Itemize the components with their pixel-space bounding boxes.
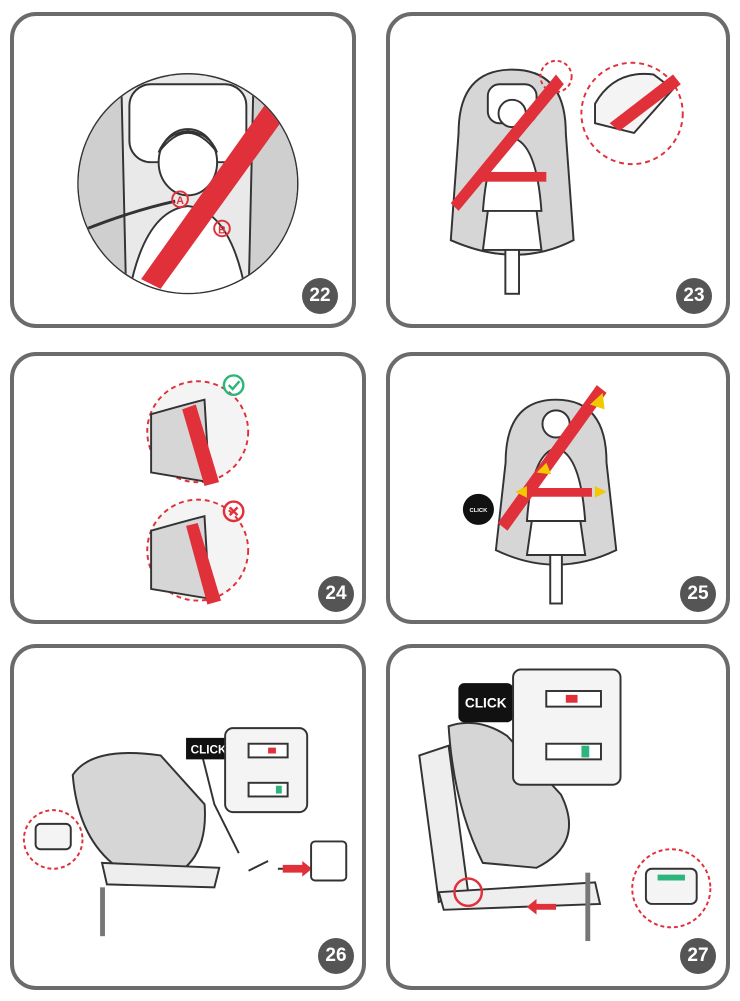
click-badge xyxy=(462,493,494,525)
step-24-panel: 24 xyxy=(10,352,366,624)
step-23-illustration xyxy=(449,59,684,295)
arrow-icon xyxy=(282,860,313,877)
step-number: 24 xyxy=(318,576,354,612)
point-b-marker xyxy=(213,219,231,238)
cross-icon xyxy=(222,500,245,523)
step-number: 26 xyxy=(318,938,354,974)
click-callout xyxy=(458,683,514,723)
step-25-illustration: CLICK xyxy=(462,385,618,605)
step-26-illustration: CLICK xyxy=(22,727,348,937)
step-number: 25 xyxy=(680,576,716,612)
click-label: CLICK xyxy=(191,744,227,757)
step-25-panel: CLICK 25 xyxy=(386,352,730,624)
step-23-panel: 23 xyxy=(386,12,730,328)
label-b: B xyxy=(218,224,226,236)
click-callout xyxy=(186,737,231,760)
step-27-panel: CLICK 27 xyxy=(386,644,730,990)
step-22-panel: A B 22 xyxy=(10,12,356,328)
step-22-illustration: A B xyxy=(77,73,299,295)
step-26-panel: CLICK 26 xyxy=(10,644,366,990)
step-24-illustration xyxy=(146,374,250,605)
label-a: A xyxy=(176,195,184,207)
step-number: 27 xyxy=(680,938,716,974)
step-27-illustration: CLICK xyxy=(418,668,712,942)
check-icon xyxy=(222,374,245,397)
click-label: CLICK xyxy=(470,508,489,514)
click-label: CLICK xyxy=(465,696,507,711)
step-number: 23 xyxy=(676,278,712,314)
isofix-connector-icon xyxy=(310,840,348,882)
arrow-icon xyxy=(590,392,605,410)
step-number: 22 xyxy=(302,278,338,314)
arrow-icon xyxy=(526,899,557,915)
point-a-marker xyxy=(171,190,189,209)
